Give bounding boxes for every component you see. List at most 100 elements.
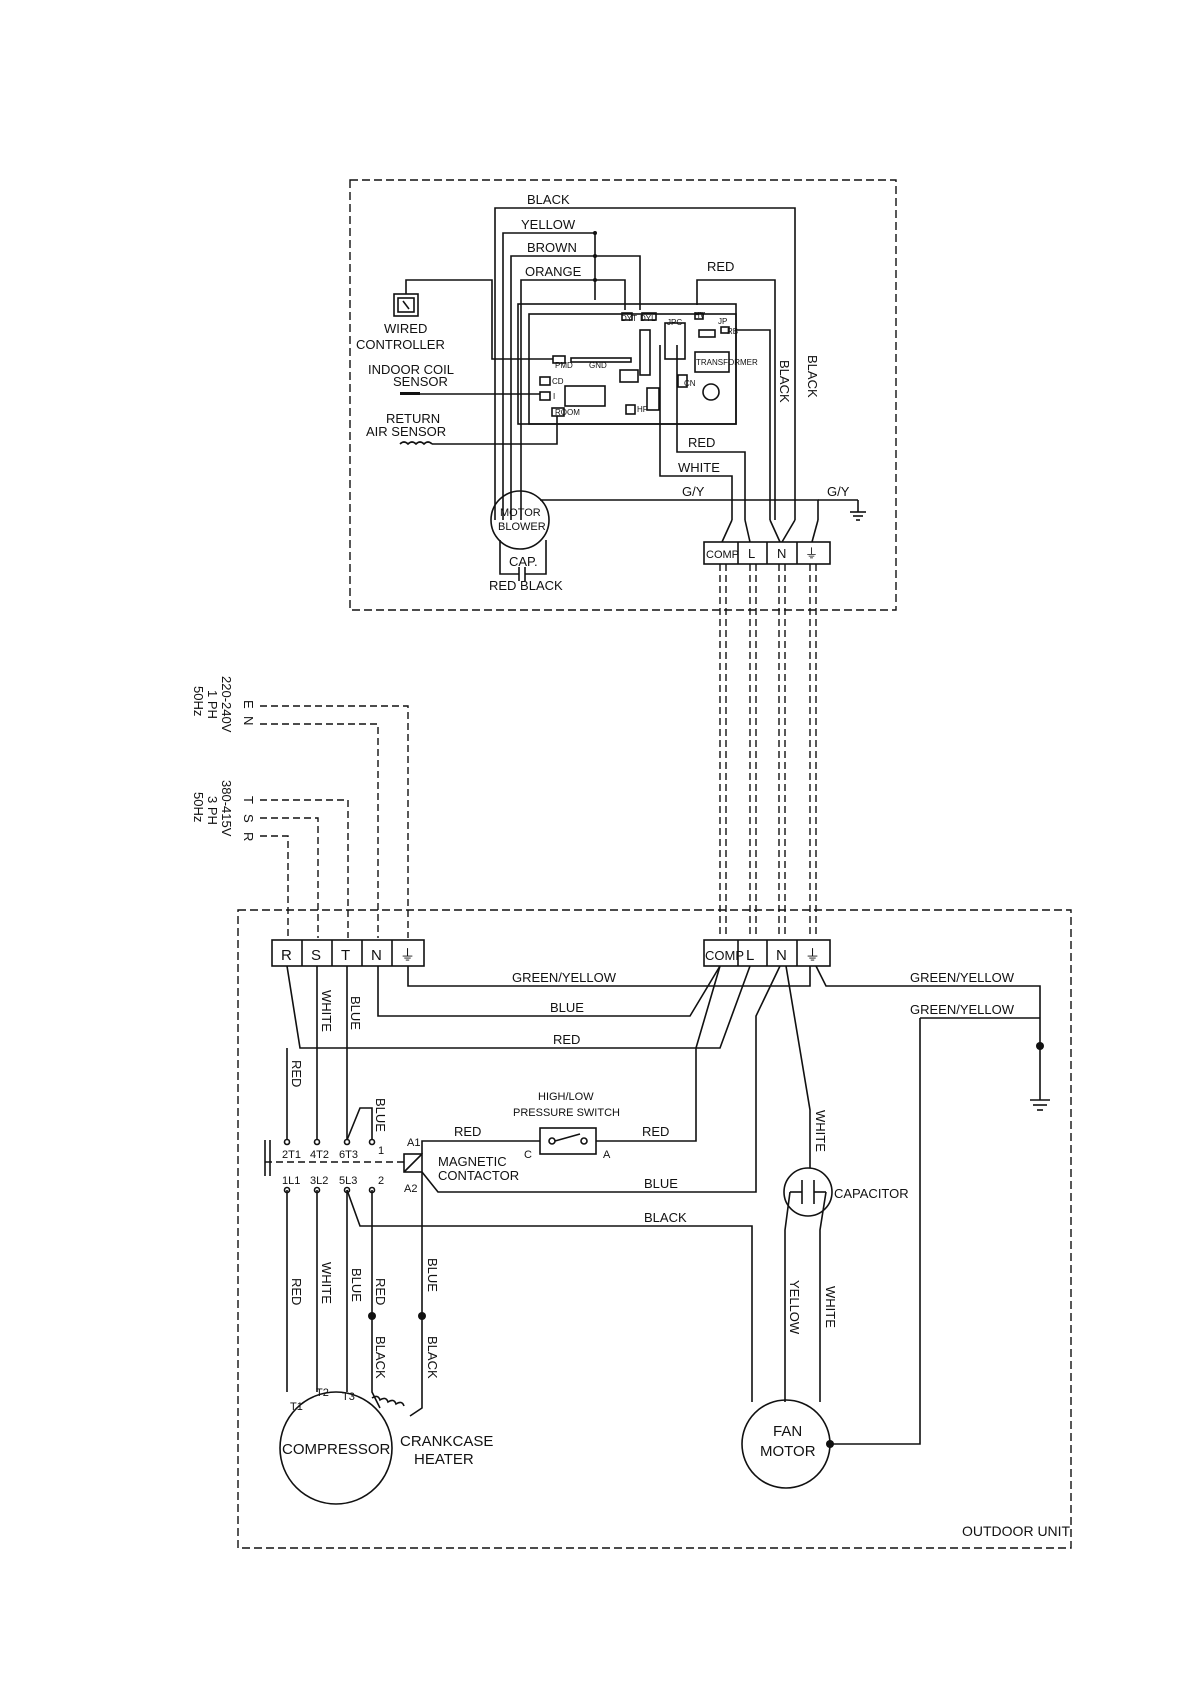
wire-fan-ground (830, 1018, 921, 1445)
board-label-jpc: JPC (667, 318, 682, 327)
single-phase-label-2: 1 PH (205, 690, 220, 719)
return-air-sensor-label-2: AIR SENSOR (366, 424, 446, 439)
supply-wire-s (260, 817, 319, 938)
wire-label-blue-2: BLUE (644, 1176, 678, 1191)
vert-white-cap-label: WHITE (813, 1110, 828, 1152)
interconnect-wires (719, 564, 817, 938)
low-blue-2-label: BLUE (425, 1258, 440, 1292)
wired-controller-label-1: WIRED (384, 321, 427, 336)
comp-t3-label: T3 (342, 1391, 355, 1403)
contactor-a2-label: A2 (404, 1183, 417, 1195)
single-phase-line-n: N (241, 716, 256, 725)
wire-label-black: BLACK (527, 192, 570, 207)
wire-label-green-yellow-2: GREEN/YELLOW (910, 970, 1015, 985)
outdoor-unit-boundary (237, 909, 1072, 1549)
wire-label-red-2: RED (454, 1124, 481, 1139)
crankcase-heater-label-1: CRANKCASE (400, 1433, 493, 1450)
board-label-dyt: DYT (621, 314, 637, 323)
low-black-2-label: BLACK (425, 1336, 440, 1379)
low-blue-label: BLUE (349, 1268, 364, 1302)
board-label-cd: CD (552, 377, 564, 386)
vert-white-label: WHITE (319, 990, 334, 1032)
board-label-rb: RB (727, 327, 738, 336)
crankcase-heater-label-2: HEATER (414, 1451, 474, 1468)
indoor-unit-boundary (349, 179, 897, 611)
supply-wire-n (260, 723, 379, 938)
indoor-terminal-n: N (777, 546, 786, 561)
switch-a-label: A (603, 1149, 611, 1161)
indoor-coil-sensor-icon (400, 392, 420, 395)
wire-label-red-top: RED (707, 259, 734, 274)
wire-black-to-fan (346, 1189, 753, 1402)
board-label-gnd: GND (589, 361, 607, 370)
cap-wires-label: RED BLACK (489, 578, 563, 593)
three-phase-line-s: S (241, 814, 256, 823)
capacitor-icon (783, 1167, 833, 1217)
indoor-coil-sensor-label-1: INDOOR COIL (368, 362, 454, 377)
vert-blue-label: BLUE (348, 996, 363, 1030)
wire-label-black: BLACK (644, 1210, 687, 1225)
fan-motor-label-1: FAN (773, 1423, 802, 1440)
three-phase-line-r: R (241, 832, 256, 841)
low-red-label: RED (289, 1278, 304, 1305)
outdoor-right-terminal-block (703, 939, 831, 967)
low-white-2-label: WHITE (823, 1286, 838, 1328)
contact-6t3: 6T3 (339, 1149, 358, 1161)
wire-label-red-1: RED (553, 1032, 580, 1047)
contact-5l3: 5L3 (339, 1175, 357, 1187)
three-phase-label-3: 50Hz (191, 792, 206, 822)
wire-label-red-3: RED (642, 1124, 669, 1139)
outdoor-horizontal-wires (286, 965, 1050, 1111)
black-vertical-label-1: BLACK (805, 355, 820, 398)
wire-black-to-heater (409, 1172, 423, 1417)
magnetic-contactor-label-2: CONTACTOR (438, 1168, 519, 1183)
wire-switch-to-comp (596, 965, 721, 1142)
wired-controller-label-2: CONTROLLER (356, 337, 445, 352)
outdoor-terminal-t: T (341, 947, 350, 964)
wire-label-green-yellow-3: GREEN/YELLOW (910, 1002, 1015, 1017)
three-phase-line-t: T (241, 796, 256, 804)
supply-wire-t (260, 799, 349, 938)
board-label-hf: HF (637, 405, 648, 414)
board-label-cn: CN (684, 379, 696, 388)
return-air-sensor-label-1: RETURN (386, 411, 440, 426)
wire-red-to-heater (371, 1190, 381, 1409)
indoor-terminal-comp: COMP (706, 549, 739, 561)
crankcase-heater-icon (371, 1395, 405, 1407)
wired-controller-icon (393, 293, 419, 317)
comp-t1-label: T1 (290, 1401, 303, 1413)
supply-wire-r (260, 835, 289, 938)
magnetic-contactor-coil (403, 1153, 423, 1173)
indoor-terminal-ground: ⏚ (805, 546, 818, 561)
wire-label-orange: ORANGE (525, 264, 582, 279)
outdoor-terminal-ground: ⏚ (400, 947, 415, 964)
single-phase-line-e: E (241, 700, 256, 709)
contact-1l1: 1L1 (282, 1175, 300, 1187)
board-label-room: ROOM (555, 408, 580, 417)
three-phase-label-2: 3 PH (205, 796, 220, 825)
indoor-top-wires (494, 207, 796, 520)
wire-label-brown: BROWN (527, 240, 577, 255)
indoor-terminal-l: L (748, 546, 755, 561)
low-white-label: WHITE (319, 1262, 334, 1304)
comp-t2-label: T2 (316, 1387, 329, 1399)
black-vertical-label-2: BLACK (777, 360, 792, 403)
vert-blue-2-label: BLUE (373, 1098, 388, 1132)
low-red-2-label: RED (373, 1278, 388, 1305)
contact-2t1: 2T1 (282, 1149, 301, 1161)
contact-2: 2 (378, 1175, 384, 1187)
cap-label: CAP. (509, 554, 538, 569)
red-mid-label: RED (688, 435, 715, 450)
wire-blue-to-aux (346, 1107, 373, 1141)
wire-n-to-cap (785, 965, 811, 1168)
motor-blower-label-2: BLOWER (498, 521, 546, 533)
outdoor-terminal-r: R (281, 947, 292, 964)
capacitor-label: CAPACITOR (834, 1186, 909, 1201)
low-yellow-label: YELLOW (787, 1280, 802, 1335)
board-label-transformer: TRANSFORMER (696, 358, 758, 367)
outdoor-unit-label: OUTDOOR UNIT (962, 1523, 1071, 1539)
gy-mid-label: G/Y (682, 484, 705, 499)
contact-1: 1 (378, 1145, 384, 1157)
contact-3l2: 3L2 (310, 1175, 328, 1187)
